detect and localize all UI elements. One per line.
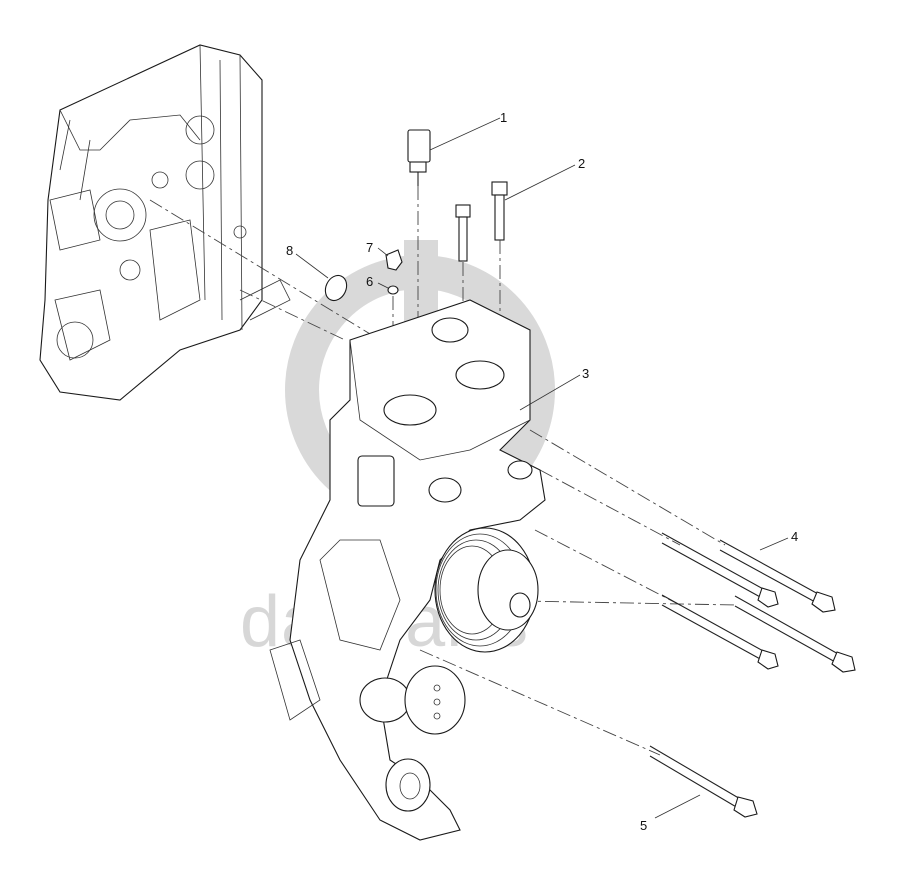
callout-5: 5 bbox=[640, 818, 647, 833]
callout-8: 8 bbox=[286, 243, 293, 258]
plug bbox=[385, 249, 403, 271]
long-bolt-set bbox=[661, 532, 856, 673]
short-bolt bbox=[455, 204, 471, 262]
alignment-lines bbox=[149, 186, 736, 756]
temperature-sensor bbox=[407, 129, 431, 186]
callout-3: 3 bbox=[582, 366, 589, 381]
single-bolt bbox=[649, 745, 758, 818]
pump-pulley bbox=[434, 527, 539, 653]
engine-block bbox=[39, 44, 291, 401]
callout-7: 7 bbox=[366, 240, 373, 255]
callout-1: 1 bbox=[500, 110, 507, 125]
o-ring bbox=[324, 274, 348, 302]
callout-6: 6 bbox=[366, 274, 373, 289]
callout-4: 4 bbox=[791, 529, 798, 544]
sealing-washer bbox=[387, 285, 399, 295]
callout-2: 2 bbox=[578, 156, 585, 171]
long-bolt bbox=[491, 181, 508, 241]
water-pump-housing bbox=[269, 299, 546, 841]
leader-lines bbox=[295, 117, 789, 819]
